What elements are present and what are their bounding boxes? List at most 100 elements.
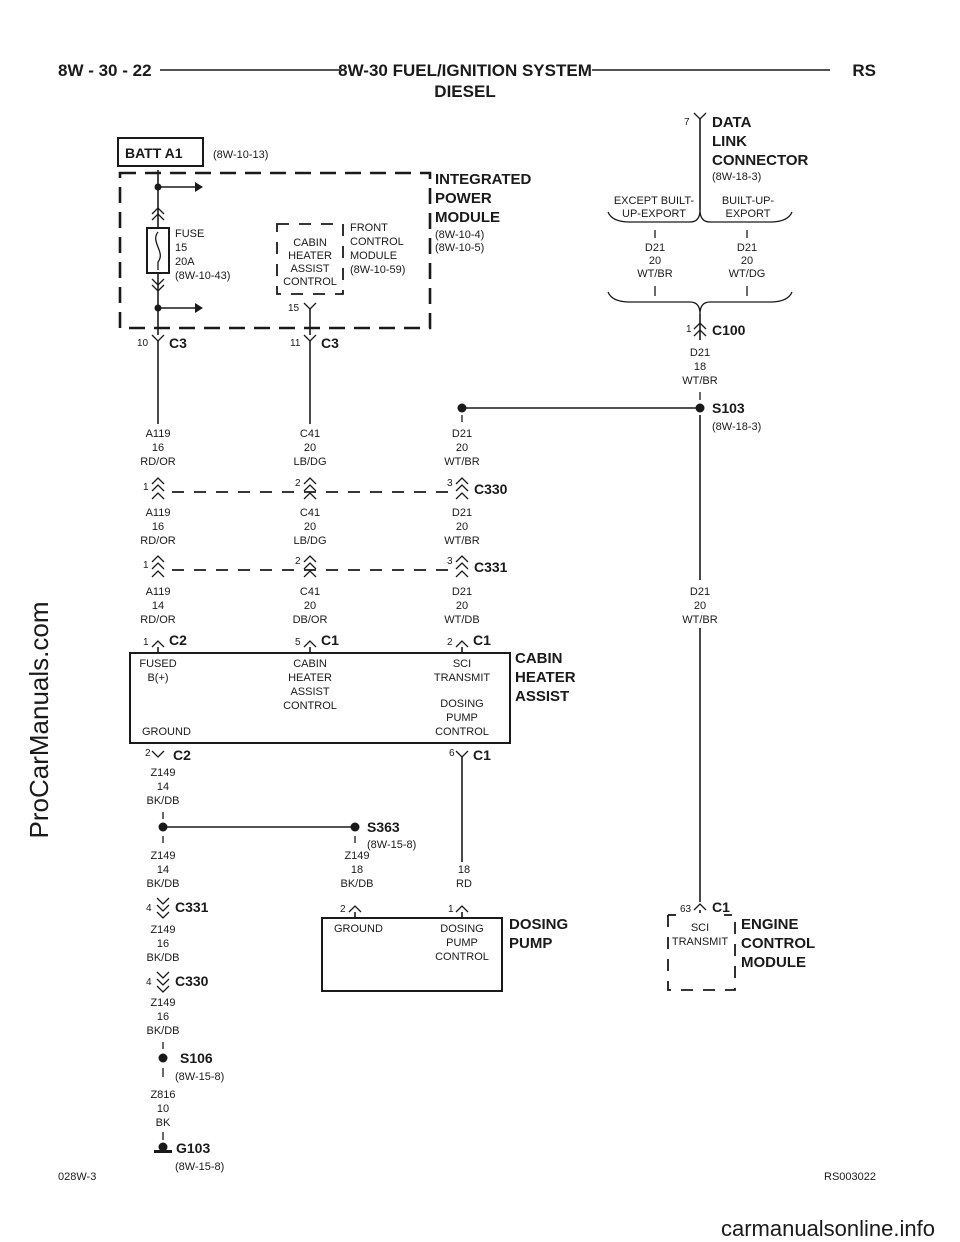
wire-z149-14a-2: 14 [157,781,169,793]
dosing-pin-ctl: 1 [448,904,454,915]
cha-fused-1: FUSED [139,658,176,670]
option-brace-top [607,209,793,223]
wires-lower: A119 14 RD/OR C41 20 DB/OR D21 20 WT/DB … [140,586,718,902]
wire-z149-14a-1: Z149 [150,767,175,779]
batt-a1-label: BATT A1 [125,145,183,161]
wire-18-rd-1: 18 [458,864,470,876]
dlc-title-3: CONNECTOR [712,152,809,169]
wire-d21-wtdg-top-2: 20 [741,255,753,267]
pin-female-icon [455,750,469,758]
ipm-ref-1: (8W-10-4) [435,229,484,241]
connector-c100-icon [693,322,707,337]
g103-ref: (8W-15-8) [175,1161,224,1173]
connector-pin-icon [156,897,170,919]
arrow-right-icon [195,303,203,313]
cha-fused-2: B(+) [147,672,168,684]
connector-pin-icon [151,477,165,500]
footer-left-code: 028W-3 [58,1171,96,1183]
ecm-conn: C1 [712,899,730,915]
footer-right-code: RS003022 [824,1171,876,1183]
ecm-pin: 63 [680,904,692,915]
bottom-watermark: carmanualsonline.info [721,1216,935,1241]
cha-bottom-c2-pin: 2 [145,748,151,759]
wires-upper: A119 16 RD/OR C41 20 LB/DG D21 20 WT/BR [140,341,480,468]
c3a-name: C3 [169,335,187,351]
ecm-sci-1: SCI [691,922,709,934]
wire-d21-a-3: WT/BR [444,456,479,468]
wire-d21-b-2: 20 [456,521,468,533]
dosing-ctl-3: CONTROL [435,951,489,963]
wire-z149-14a-3: BK/DB [146,795,179,807]
wire-d21-b-1: D21 [452,507,472,519]
c3a-pin: 10 [137,338,149,349]
dlc-pin: 7 [684,117,690,128]
ecm-sci-2: TRANSMIT [672,936,729,948]
wire-z149-18-3: BK/DB [340,878,373,890]
builtup-label-2: EXPORT [725,208,770,220]
wire-d21-18-3: WT/BR [682,375,717,387]
ipm-ref-2: (8W-10-5) [435,242,484,254]
chac-inner-4: CONTROL [283,276,337,288]
ground-g103-dot [158,1142,168,1152]
s106-ref: (8W-15-8) [175,1071,224,1083]
wire-z149-14b-2: 14 [157,864,169,876]
cha-title-3: ASSIST [515,688,569,705]
ecm-outline [667,914,736,991]
option-brace-bottom [607,291,793,315]
ipm-outline [118,171,432,330]
page-ref: 8W - 30 - 22 [58,61,152,80]
c331-pin2: 2 [295,556,301,567]
wire-a119-c-3: RD/OR [140,614,176,626]
ipm-title-2: POWER [435,190,492,207]
dosing-pump-box [321,917,503,992]
pin-female-icon [303,334,317,342]
wire-c41-b-3: LB/DG [293,535,326,547]
g103-name: G103 [176,1140,210,1156]
wire-d21-a-2: 20 [456,442,468,454]
fuse-label-3: 20A [175,256,195,268]
ground-g103-icon [154,1150,172,1153]
ecm-title-3: MODULE [741,954,806,971]
wire-z816-2: 10 [157,1103,169,1115]
cha-c1a-pin: 5 [295,637,301,648]
wire-c41-c-3: DB/OR [293,614,328,626]
c330-pin1: 1 [143,482,149,493]
fuse-connector-bottom-icon [151,278,165,292]
wire-a119-a-3: RD/OR [140,456,176,468]
wire-z149-16b-2: 16 [157,1011,169,1023]
pin-female-icon [693,112,707,120]
wire-c41-b-1: C41 [300,507,320,519]
c330b-pin: 4 [146,977,152,988]
wire-z149-16a-3: BK/DB [146,952,179,964]
splice-s106-dot [158,1053,168,1063]
dosing-title-1: DOSING [509,916,568,933]
side-watermark: ProCarManuals.com [24,602,54,839]
cha-dp-2: PUMP [446,712,478,724]
section-code: RS [852,61,876,80]
cha-c2-pin: 1 [143,637,149,648]
wire-d21-a-1: D21 [452,428,472,440]
cha-sci-1: SCI [453,658,471,670]
page-title: 8W-30 FUEL/IGNITION SYSTEM [338,61,592,80]
wire-d21-right-2: 20 [694,600,706,612]
wire-c41-a-1: C41 [300,428,320,440]
cha-bottom-c1-pin: 6 [449,748,455,759]
cabin-heater-assist-module: 1 C2 5 C1 2 C1 CABIN HEATER ASSIST FUSED… [129,632,576,763]
connector-c3-pin11: 11 C3 [290,334,339,351]
c330-pin3: 3 [447,478,453,489]
c331b-pin: 4 [146,903,152,914]
connector-pin-icon [151,555,165,578]
cha-c1b-pin: 2 [447,637,453,648]
dosing-ctl-2: PUMP [446,937,478,949]
batt-a1-ref: (8W-10-13) [213,149,268,161]
wire-18-rd-2: RD [456,878,472,890]
dosing-title-2: PUMP [509,935,552,952]
connector-pin-icon [303,555,317,578]
wire-d21-18-2: 18 [694,361,706,373]
page-subtitle: DIESEL [434,82,495,101]
arrow-right-icon [195,182,203,192]
connector-c330: 1 2 3 C330 [143,477,508,500]
cha-sci-2: TRANSMIT [434,672,491,684]
wire-d21-right-1: D21 [690,586,710,598]
c331-pin3: 3 [447,556,453,567]
